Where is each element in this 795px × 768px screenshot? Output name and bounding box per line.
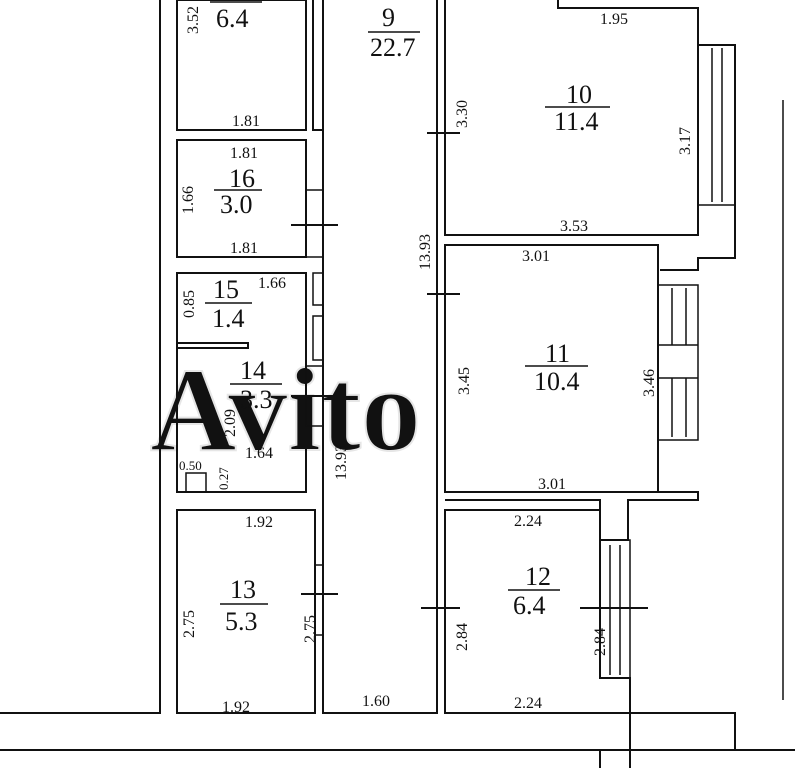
room-6-dim-left: 3.52 (185, 6, 202, 34)
room-12-dim-right: 2.84 (592, 628, 609, 656)
room-11-dim-left: 3.45 (456, 367, 473, 395)
room-6-dim-bottom: 1.81 (232, 113, 260, 130)
room-12-number: 12 (525, 562, 551, 591)
room-9-dim-right: 13.93 (417, 234, 434, 270)
room-9-dim-bottom: 1.60 (362, 693, 390, 710)
room-12-dim-bottom: 2.24 (514, 695, 542, 712)
room-13-area: 5.3 (225, 607, 258, 636)
room-10-dim-bottom: 3.53 (560, 218, 588, 235)
room-12-dim-top: 2.24 (514, 513, 542, 530)
room-10-dim-top: 1.95 (600, 11, 628, 28)
room-12-dim-left: 2.84 (454, 623, 471, 651)
room-14-dim-small-a: 0.50 (179, 458, 202, 473)
room-14-area: 3.3 (240, 385, 273, 414)
room-10-dim-right: 3.17 (677, 127, 694, 155)
room-13-dim-bottom: 1.92 (222, 699, 250, 716)
room-10-area: 11.4 (554, 107, 599, 136)
room-16-area: 3.0 (220, 190, 253, 219)
room-16: 1.81 16 3.0 1.66 1.81 (180, 145, 262, 257)
room-14: 14 3.3 2.09 1.64 0.50 0.27 (179, 356, 282, 490)
room-12-area: 6.4 (513, 591, 546, 620)
room-10: 1.95 10 11.4 3.30 3.17 3.53 (454, 11, 694, 235)
room-14-dim-left: 2.09 (222, 409, 239, 437)
room-15-dim-left: 0.85 (181, 290, 198, 318)
room-14-dim-small-b: 0.27 (216, 467, 231, 490)
room-9-number: 9 (382, 3, 395, 32)
room-13-number: 13 (230, 575, 256, 604)
room-16-dim-left: 1.66 (180, 186, 197, 214)
room-16-dim-bottom: 1.81 (230, 240, 258, 257)
watermark-logo: Avito (150, 343, 421, 476)
room-15: 15 1.4 0.85 1.66 (181, 275, 286, 333)
room-10-number: 10 (566, 80, 592, 109)
room-11-dim-right: 3.46 (641, 369, 658, 397)
room-11-number: 11 (545, 339, 570, 368)
room-15-number: 15 (213, 275, 239, 304)
room-16-number: 16 (229, 164, 255, 193)
room-11-dim-top: 3.01 (522, 248, 550, 265)
room-10-dim-left: 3.30 (454, 100, 471, 128)
room-16-dim-top: 1.81 (230, 145, 258, 162)
room-15-dim-right: 1.66 (258, 275, 286, 292)
room-13-dim-right: 2.75 (302, 615, 319, 643)
room-15-area: 1.4 (212, 304, 245, 333)
room-14-dim-bottom: 1.64 (245, 445, 273, 462)
room-11-dim-bottom: 3.01 (538, 476, 566, 493)
room-12: 2.24 12 6.4 2.84 2.84 2.24 (454, 513, 609, 712)
room-13-dim-left: 2.75 (181, 610, 198, 638)
room-14-number: 14 (240, 356, 266, 385)
room-11-area: 10.4 (534, 367, 580, 396)
room-9-area: 22.7 (370, 33, 416, 62)
room-13: 1.92 13 5.3 2.75 2.75 1.92 (181, 514, 319, 716)
room-6: 6.4 3.52 1.81 (185, 1, 262, 130)
room-11: 3.01 11 10.4 3.45 3.46 3.01 (456, 248, 658, 493)
room-6-area: 6.4 (216, 4, 249, 33)
room-9-dim-left: 13.93 (333, 444, 350, 480)
room-13-dim-top: 1.92 (245, 514, 273, 531)
room-9: 9 22.7 13.93 13.93 1.60 (333, 3, 434, 710)
door-marks (291, 132, 648, 609)
